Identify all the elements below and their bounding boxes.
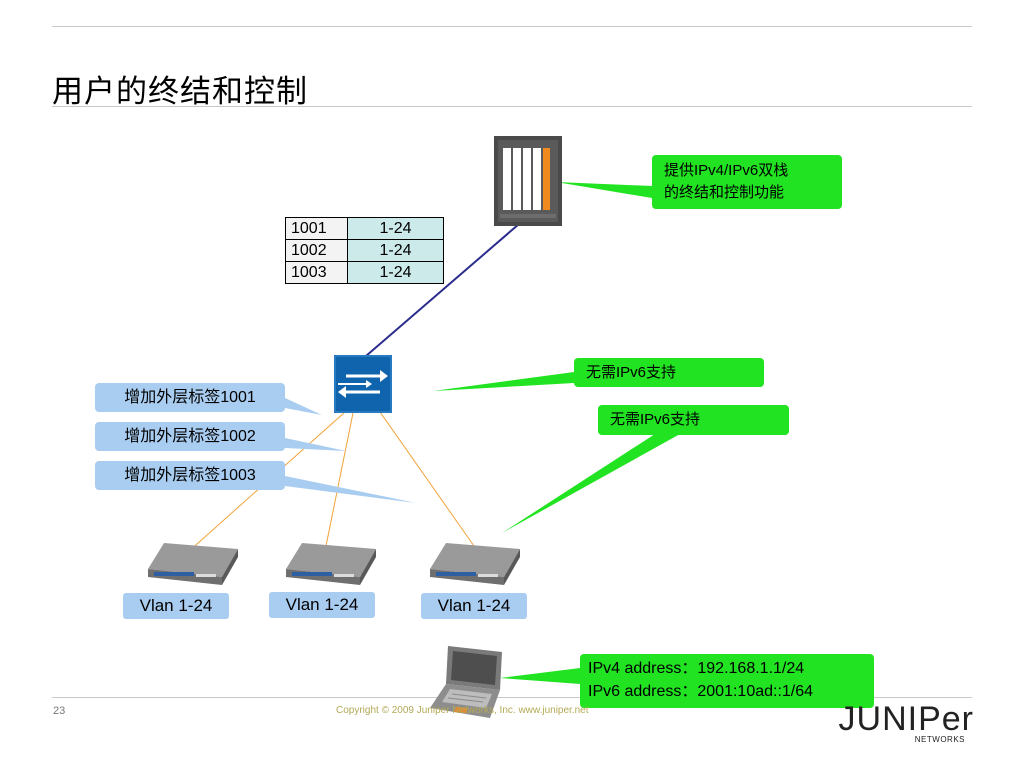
laptop-icon <box>430 646 502 718</box>
uplink-line <box>365 223 520 357</box>
callout-pointer-host <box>500 668 580 684</box>
vlan-label-2: Vlan 1-24 <box>269 592 375 618</box>
table-cell-id: 1001 <box>285 217 348 240</box>
tag-label-1002: 增加外层标签1002 <box>95 422 285 451</box>
tag-pointer-1 <box>285 398 322 415</box>
page-title: 用户的终结和控制 <box>52 74 308 110</box>
l2-switch-icon <box>334 355 392 413</box>
access-link-2 <box>325 412 354 547</box>
vlan-mapping-table: 1001 1-24 1002 1-24 1003 1-24 <box>285 217 444 284</box>
juniper-logo: JUNIPer <box>838 700 974 738</box>
table-cell-range: 1-24 <box>347 239 444 262</box>
access-link-3 <box>379 411 475 547</box>
tag-pointer-2 <box>285 438 346 451</box>
table-row: 1003 1-24 <box>285 261 444 284</box>
table-cell-id: 1002 <box>285 239 348 262</box>
callout-pointer-bras <box>556 182 652 198</box>
host-ipv6-address: IPv6 address：2001:10ad::1/64 <box>588 683 814 700</box>
callout-aggregation-switch: 无需IPv6支持 <box>574 358 764 387</box>
vlan-label-1: Vlan 1-24 <box>123 593 229 619</box>
table-cell-id: 1003 <box>285 261 348 284</box>
access-switch-icon <box>148 543 238 585</box>
callout-bras-line2: 的终结和控制功能 <box>664 184 785 201</box>
title-divider <box>52 106 972 107</box>
access-switch-icon <box>286 543 376 585</box>
table-cell-range: 1-24 <box>347 261 444 284</box>
callout-host-address: IPv4 address：192.168.1.1/24 IPv6 address… <box>580 654 874 708</box>
callout-bras: 提供IPv4/IPv6双栈 的终结和控制功能 <box>652 155 842 209</box>
callout-bras-line1: 提供IPv4/IPv6双栈 <box>664 162 789 179</box>
vlan-label-3: Vlan 1-24 <box>421 593 527 619</box>
router-chassis-icon <box>494 136 562 226</box>
table-row: 1001 1-24 <box>285 217 444 240</box>
access-switch-icon <box>430 543 520 585</box>
table-row: 1002 1-24 <box>285 239 444 262</box>
juniper-logo-sub: NETWORKS <box>914 735 965 744</box>
top-divider <box>52 26 972 27</box>
page-number: 23 <box>53 705 66 717</box>
callout-pointer-switch <box>433 372 574 391</box>
callout-pointer-access <box>502 434 680 533</box>
copyright-text: Copyright © 2009 Juniper Networks, Inc. … <box>336 705 589 716</box>
tag-label-1003: 增加外层标签1003 <box>95 461 285 490</box>
callout-access-switch: 无需IPv6支持 <box>598 405 789 435</box>
footer-divider <box>52 697 972 698</box>
tag-pointer-3 <box>285 476 416 503</box>
host-ipv4-address: IPv4 address：192.168.1.1/24 <box>588 660 805 677</box>
tag-label-1001: 增加外层标签1001 <box>95 383 285 412</box>
table-cell-range: 1-24 <box>347 217 444 240</box>
